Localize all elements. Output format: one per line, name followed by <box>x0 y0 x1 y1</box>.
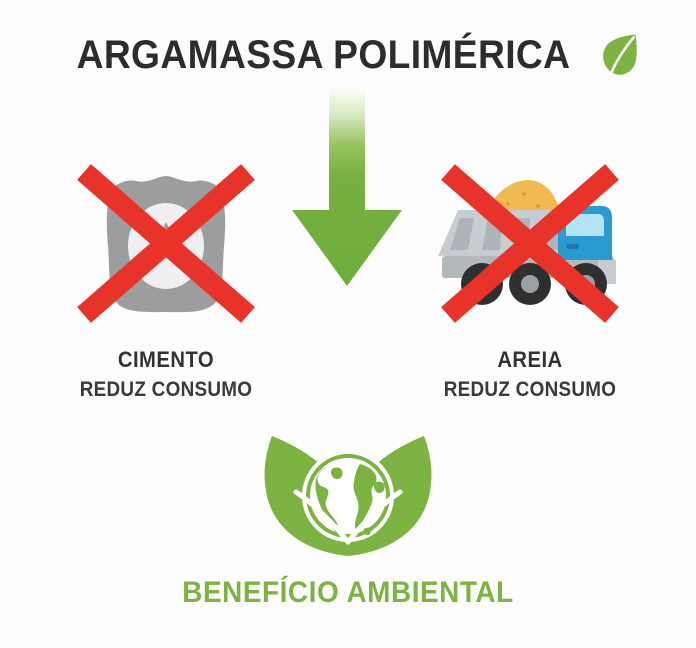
leaves-globe-eco-icon <box>248 422 448 562</box>
cement-icon-box <box>66 160 266 325</box>
item-sand: AREIA REDUZ CONSUMO <box>400 160 660 402</box>
item-sand-label: AREIA <box>497 347 563 372</box>
down-arrow-icon <box>288 86 406 292</box>
item-cement-label: CIMENTO <box>117 347 215 372</box>
red-x-cross-icon <box>66 160 266 325</box>
footer-caption: BENEFÍCIO AMBIENTAL <box>182 576 514 609</box>
red-x-cross-icon <box>430 160 630 325</box>
item-sand-sublabel: REDUZ CONSUMO <box>443 378 617 402</box>
item-cement: CIMENTO REDUZ CONSUMO <box>36 160 296 402</box>
page-title: ARGAMASSA POLIMÉRICA <box>76 33 570 77</box>
item-cement-sublabel: REDUZ CONSUMO <box>79 378 253 402</box>
header: ARGAMASSA POLIMÉRICA <box>0 26 696 84</box>
leaf-icon <box>602 33 638 77</box>
sand-icon-box <box>430 160 630 325</box>
